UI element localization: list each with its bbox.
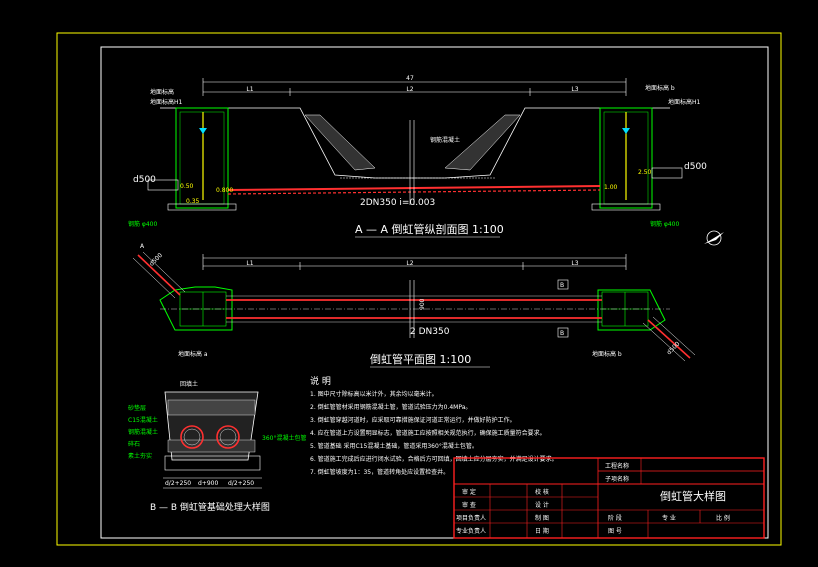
tb-drawing-no: 图 号 (608, 528, 622, 535)
tb-row-0-label: 审 定 (462, 488, 476, 496)
plan-view: L1 L2 L3 B B A 地面标高 a 地面标高 (132, 243, 696, 368)
inner-frame (100, 46, 769, 539)
aa-note-label: 钢筋混凝土 (430, 136, 460, 144)
section-aa: 47 L1 L2 L3 地面标高 地面标高H1 地面标高 b (128, 75, 707, 238)
plan-marker-b-bottom: B (560, 330, 564, 337)
aa-left-top-label: 地面标高 (150, 88, 174, 96)
tb-row-3-label: 专业负责人 (456, 527, 486, 535)
tb-sub-label: 子项名称 (605, 475, 629, 483)
aa-left-well: 钢筋 φ400 (128, 220, 158, 228)
aa-dim-l2: L2 (406, 86, 413, 93)
pipe-section-right (216, 425, 240, 449)
aa-right-well: 钢筋 φ400 (650, 220, 680, 228)
tb-row-1-label: 审 查 (462, 501, 476, 509)
plan-width-label: 900 (419, 298, 426, 310)
notes-heading: 说 明 (310, 375, 331, 387)
bb-top-label: 回填土 (180, 380, 198, 388)
aa-title: A — A 倒虹管纵剖面图 1:100 (355, 222, 504, 236)
aa-left-pipe: d500 (133, 175, 156, 185)
tb-row-2-label: 项目负责人 (456, 514, 486, 522)
aa-right-pipe: d500 (684, 162, 707, 172)
bb-dim-1: d+900 (198, 480, 218, 487)
bb-left-label-2: 钢筋混凝土 (128, 428, 158, 436)
aa-right-top-label2: 地面标高H1 (668, 98, 701, 106)
aa-left-mid: 0.800 (216, 187, 233, 194)
bb-left-label-4: 素土夯实 (128, 452, 152, 460)
notes-item-0: 1. 图中尺寸除标高以米计外，其余均以毫米计。 (310, 390, 438, 398)
aa-right-mid: 1.00 (604, 184, 618, 191)
tb-row-1-label2: 设 计 (535, 501, 549, 509)
plan-dim-l3: L3 (571, 260, 578, 267)
riprap-right (444, 114, 521, 171)
aa-dim-l3: L3 (571, 86, 578, 93)
aa-left-top-label2: 地面标高H1 (150, 98, 183, 106)
aa-dim-l1: L1 (246, 86, 253, 93)
notes-item-3: 4. 应在管道上方设置明显标志，管道施工应按照相关规范执行，确保施工质量符合要求… (310, 429, 546, 437)
section-bb: 回填土 砂垫层 C15混凝土 钢筋混凝土 碎石 素土夯实 360°混凝土包管 d… (128, 380, 306, 513)
bb-title: B — B 倒虹管基础处理大样图 (150, 501, 270, 513)
tb-scale: 比 例 (716, 514, 730, 522)
notes-item-2: 3. 倒虹管穿越河道时，应采取可靠措施保证河道正常运行，并做好防护工作。 (310, 416, 516, 424)
tb-drawing-title: 倒虹管大样图 (660, 489, 726, 503)
tb-project-label: 工程名称 (605, 462, 629, 470)
plan-dim-l2: L2 (406, 260, 413, 267)
notes-item-6: 7. 倒虹管坡度为1：35，管道转角处应设置检查井。 (310, 468, 449, 476)
tb-discipline: 专 业 (662, 514, 676, 522)
ground-profile (160, 107, 670, 179)
plan-left-pipe: d500 (148, 252, 164, 268)
title-block: 工程名称 子项名称 倒虹管大样图 审 定 校 核 审 查 设 计 项目负责人 制… (453, 457, 765, 539)
outer-frame (56, 32, 782, 546)
plan-pipe-label: 2 DN350 (410, 327, 450, 337)
notes-item-4: 5. 管道基础 采用C15混凝土基础，管道采用360°混凝土包管。 (310, 442, 478, 450)
north-arrow-icon (704, 230, 724, 246)
bb-left-label-0: 砂垫层 (128, 404, 146, 412)
plan-title: 倒虹管平面图 1:100 (370, 352, 471, 366)
notes-item-1: 2. 倒虹管管材采用钢筋混凝土管，管道试验压力为0.4MPa。 (310, 403, 471, 411)
left-well (175, 107, 229, 209)
bb-left-label-1: C15混凝土 (128, 416, 158, 424)
plan-right-label: 地面标高 b (592, 350, 622, 358)
water-level-icon (622, 128, 630, 134)
tb-stage: 阶 段 (608, 514, 622, 522)
plan-marker-a: A (140, 243, 145, 250)
plan-left-label: 地面标高 a (178, 350, 208, 358)
notes: 说 明 1. 图中尺寸除标高以米计外，其余均以毫米计。 2. 倒虹管管材采用钢筋… (310, 375, 558, 476)
right-well (599, 107, 653, 209)
aa-left-bottom: 0.35 (186, 198, 200, 205)
notes-item-5: 6. 管道施工完成后应进行闭水试验，合格后方可回填，回填土应分层夯实，并满足设计… (310, 455, 558, 463)
pipe-section-left (180, 425, 204, 449)
aa-right-top-label: 地面标高 b (645, 84, 675, 92)
plan-dim-l1: L1 (246, 260, 253, 267)
aa-pipe-spec: 2DN350 i=0.003 (360, 198, 435, 208)
bb-dim-0: d/2+250 (165, 480, 191, 487)
riprap-left (304, 114, 376, 171)
bb-left-label-3: 碎石 (128, 440, 140, 448)
aa-right-elev: 2.50 (638, 169, 652, 176)
plan-marker-b-top: B (560, 282, 564, 289)
tb-row-3-label2: 日 期 (535, 527, 549, 535)
tb-row-2-label2: 制 图 (535, 514, 549, 522)
aa-total-dim: 47 (406, 75, 414, 82)
tb-row-0-label2: 校 核 (535, 488, 549, 496)
aa-left-elev: 0.50 (180, 183, 194, 190)
bb-dim-2: d/2+250 (228, 480, 254, 487)
bb-right-label: 360°混凝土包管 (262, 434, 306, 442)
water-level-icon (199, 128, 207, 134)
